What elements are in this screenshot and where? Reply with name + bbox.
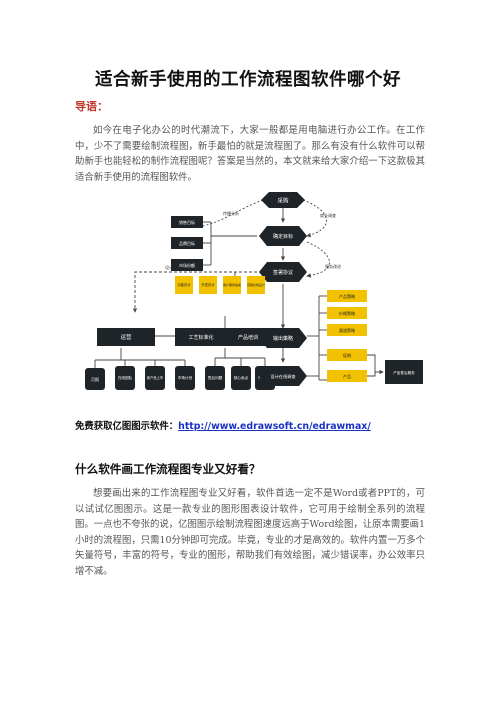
node-final [385,360,423,384]
node-label: 市场计划 [178,375,193,380]
node-yellow-box [199,276,217,294]
node-label: 签署协议 [273,269,293,276]
node-agree-hexagon [259,262,307,282]
node-label: 采购 [277,197,289,205]
node-label: 核心卖点 [234,375,249,380]
node-label: 产品培训 [238,334,258,341]
body-paragraph: 想要画出来的工作流程图专业又好看，软件首选一定不是Word或者PPT的，可以试试… [75,488,425,577]
node-yellow-box [247,276,265,294]
node-plan-hexagon [259,366,307,386]
node-label: 产品策略 [339,293,355,299]
node-right-yellow [327,370,367,382]
node-label: 产品 [343,373,351,379]
node-label: 在线团队 [118,375,133,380]
node-label: 新产品上市 [147,375,164,380]
node-label: 销售目标 [179,219,195,225]
edge-label: 服务改进 [325,263,341,269]
node-left-rect [171,216,203,228]
intro-paragraph: 如今在电子化办公的时代潮流下，大家一般都是用电脑进行办公工作。在工作中，少不了需… [75,125,425,183]
node-left-rect [171,237,203,249]
node-label: 运营 [120,333,132,341]
node-train [225,328,271,346]
node-label: 营销文档设计 [247,282,265,287]
node-goal-hexagon [259,226,307,246]
node-ops [97,328,155,346]
free-download-line: 免费获取亿图图示软件：http://www.edrawsoft.cn/edraw… [75,418,371,432]
node-craft [175,328,227,346]
edge-label: 商业调查 [320,212,336,218]
node-yellow-box [175,276,193,294]
node-right-yellow [327,290,367,302]
node-label: 功能设计 [177,282,191,287]
node-right-yellow [327,307,367,319]
node-label: 工艺标准化 [188,334,213,341]
lead-label: 导语： [75,100,108,113]
node-right-yellow [327,324,367,336]
node-top-hexagon [261,192,305,208]
node-yellow-box [223,276,241,294]
node-label: 开发设计 [201,282,215,287]
node-left-rect [171,259,203,271]
node-label: 市场份额 [179,262,195,268]
node-label: 设计在线调查 [270,373,296,380]
node-right-yellow [327,349,367,361]
node-release-hexagon [259,328,307,348]
node-label: 价格策略 [339,310,355,316]
node-label: 品牌目标 [179,240,195,246]
node-label: 产品售后服务 [393,370,415,375]
workflow-diagram: 传播分析 商业调查 服务改进 设计团队配置支持 采购 确定目标 销售目标 品牌目… [85,192,423,390]
node-label: 确定目标 [273,233,293,240]
node-label: 促销 [343,352,351,358]
node-label: 月报 [91,376,99,382]
node-label: 客户服务提案 [223,282,241,287]
edrawmax-link[interactable]: http://www.edrawsoft.cn/edrawmax/ [178,421,371,432]
node-label: 渠道策略 [339,327,355,333]
free-link-label: 免费获取亿图图示软件： [75,421,179,432]
section-heading: 什么软件画工作流程图专业又好看？ [75,462,261,476]
node-label: 输出策略 [273,335,293,342]
edge-label: 传播分析 [223,210,239,216]
document-title: 适合新手使用的工作流程图软件哪个好 [95,70,401,90]
node-label: 售后问题 [208,375,223,380]
node-cylinders-left [85,366,195,390]
